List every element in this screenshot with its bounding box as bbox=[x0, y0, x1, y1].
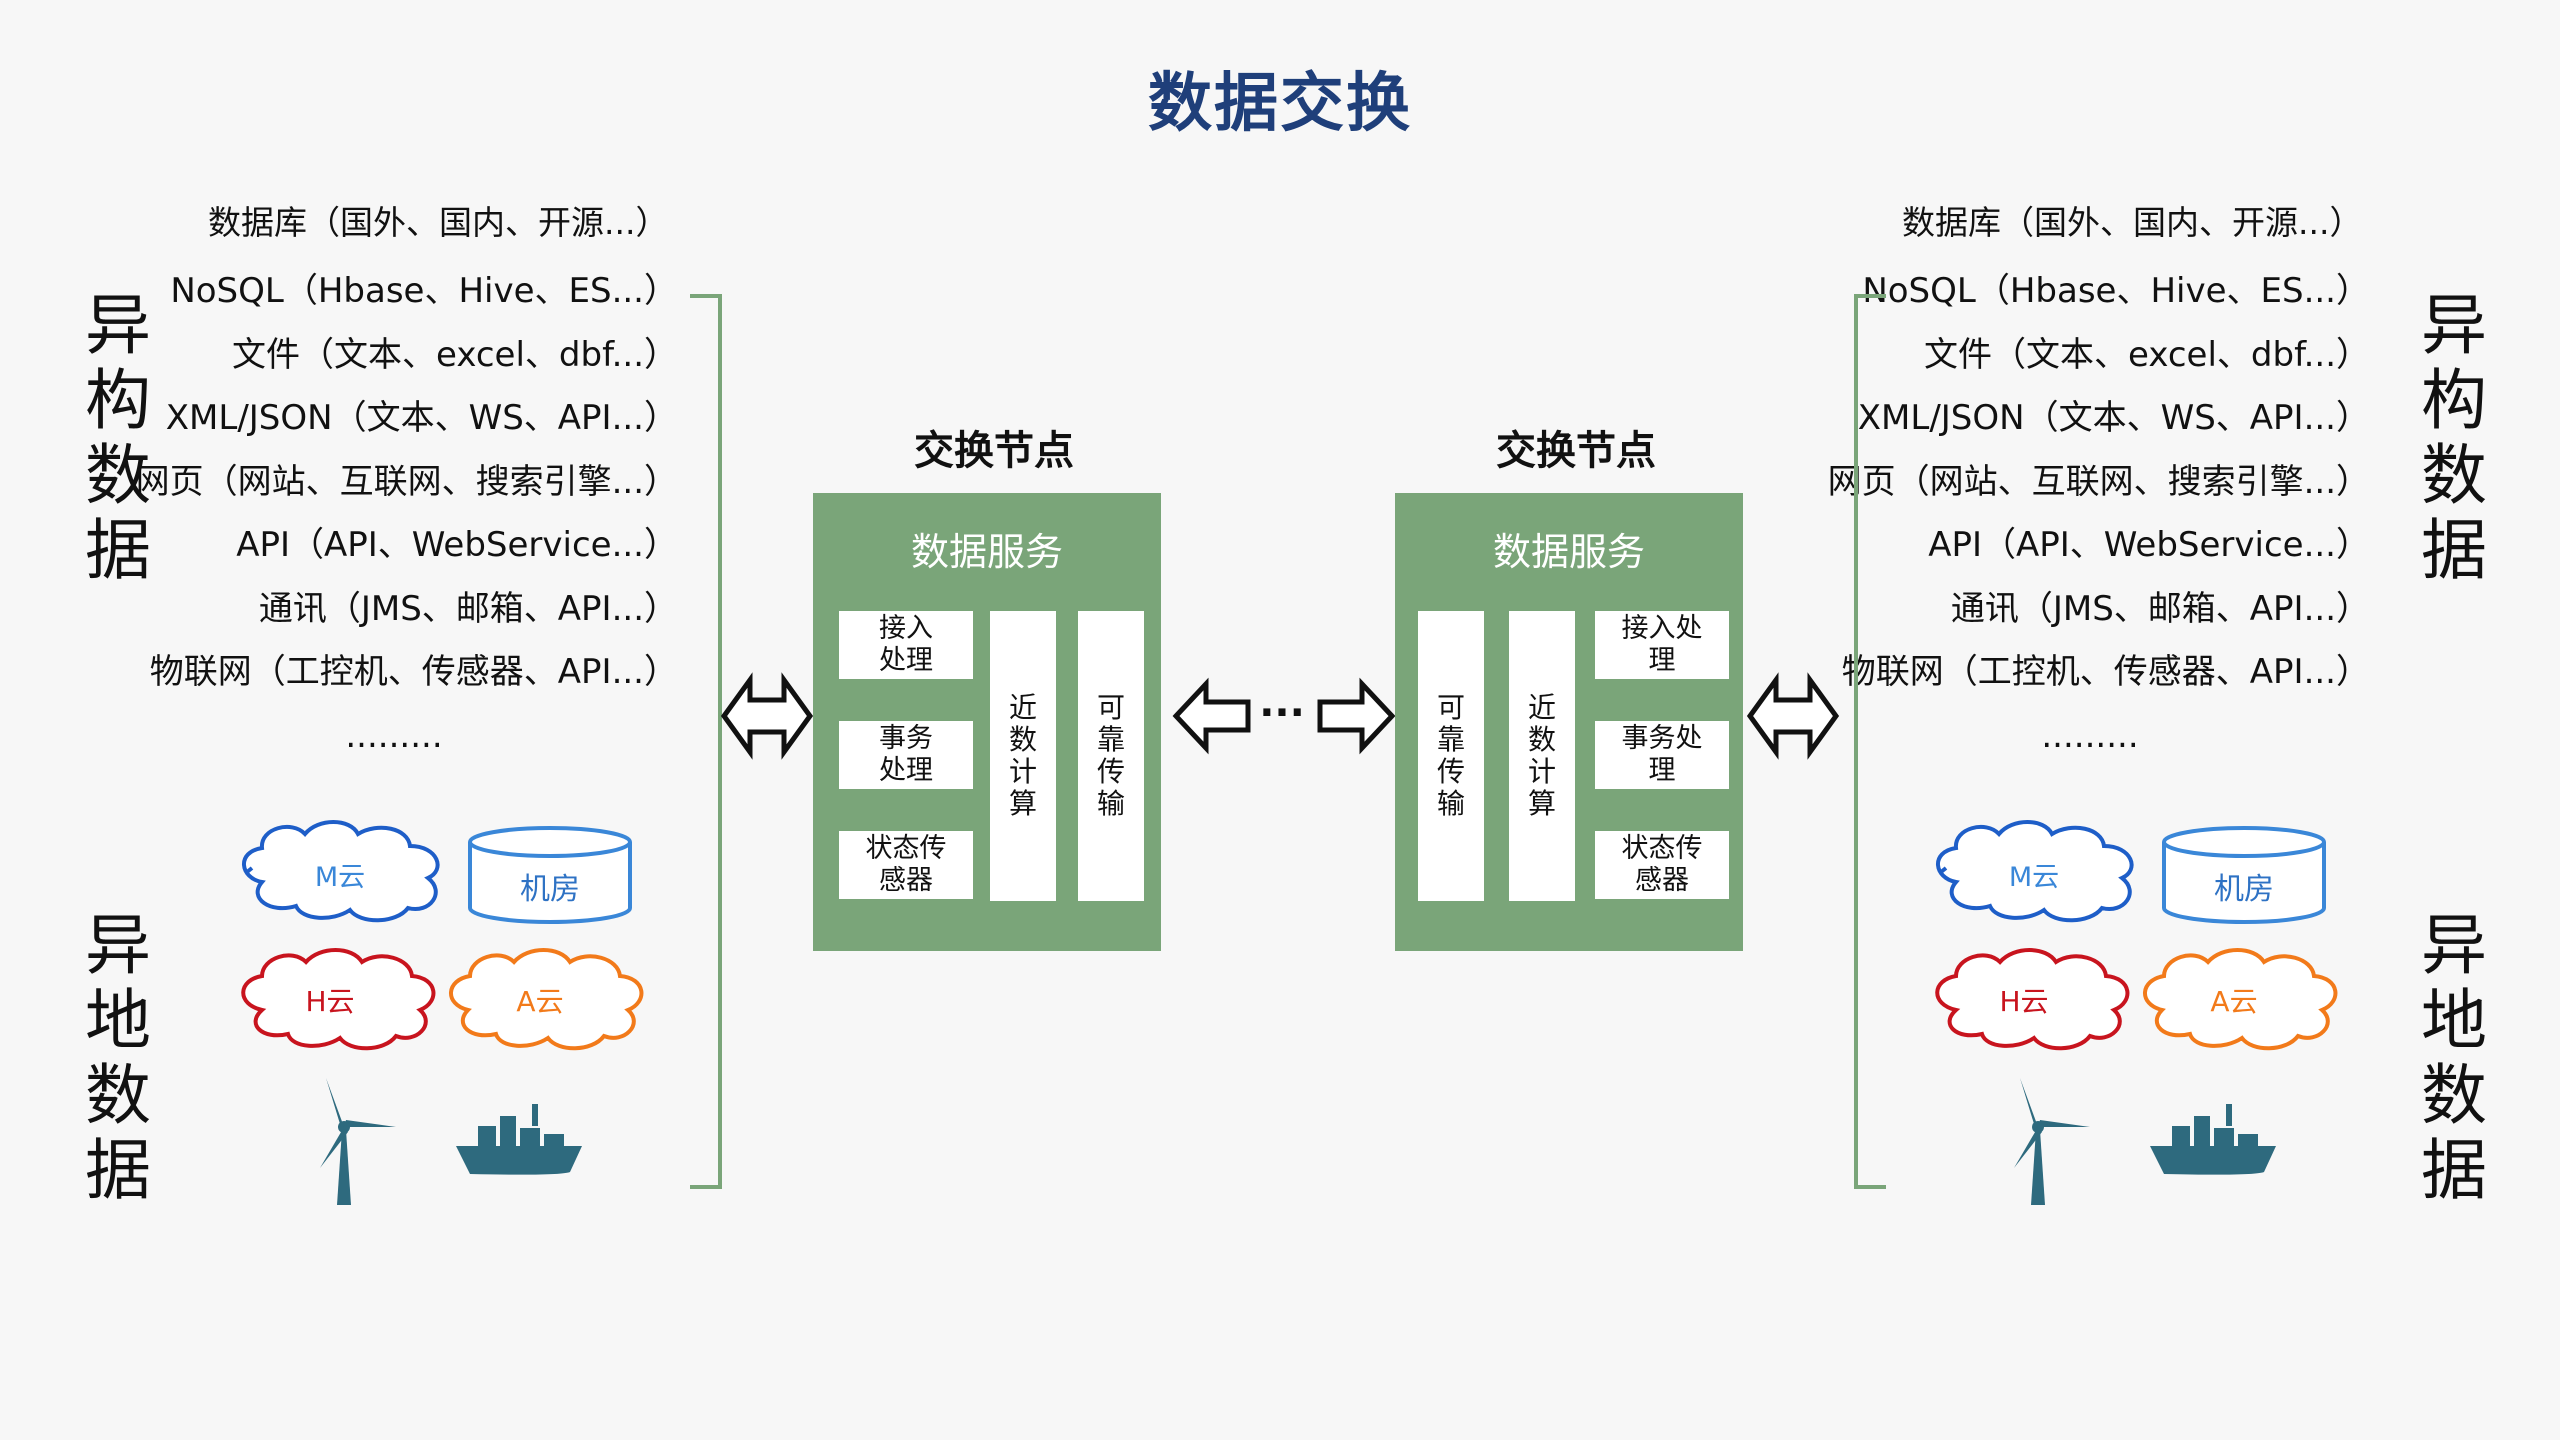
right-double-arrow-icon bbox=[1746, 672, 1840, 760]
right-source-file: 文件（文本、excel、dbf...） bbox=[1924, 334, 2370, 375]
left-cloud-h-label: H云 bbox=[305, 985, 355, 1018]
right-source-web: 网页（网站、互联网、搜索引擎...） bbox=[1827, 461, 2370, 502]
left-cloud-m-label: M云 bbox=[314, 862, 366, 893]
left-machine-room-label: 机房 bbox=[520, 872, 580, 907]
right-cloud-a-label: A云 bbox=[2210, 985, 2258, 1018]
right-state-sensor: 状态传感器 bbox=[1595, 831, 1729, 899]
right-db-header: 数据库（国外、国内、开源...） bbox=[1902, 203, 2363, 242]
right-ship-icon bbox=[2150, 1104, 2276, 1175]
right-cloud-h-label: H云 bbox=[1999, 985, 2049, 1018]
right-bracket bbox=[1854, 294, 1886, 1189]
right-exchange-node: 数据服务 可靠传输 近数计算 接入处理 事务处理 状态传感器 bbox=[1395, 493, 1743, 951]
right-source-ellipsis: ......... bbox=[2041, 715, 2139, 756]
right-source-iot: 物联网（工控机、传感器、API...） bbox=[1841, 652, 2370, 692]
right-source-api: API（API、WebService...） bbox=[1928, 525, 2370, 565]
right-wind-turbine-icon bbox=[2014, 1078, 2090, 1205]
left-source-xml-json: XML/JSON（文本、WS、API...） bbox=[165, 398, 678, 438]
right-cloud-m-icon bbox=[1936, 820, 2134, 923]
left-source-web: 网页（网站、互联网、搜索引擎...） bbox=[135, 461, 678, 502]
middle-ellipsis: ··· bbox=[1259, 690, 1305, 736]
right-remote-data-label: 异地数据 bbox=[2421, 907, 2487, 1209]
left-exchange-node: 数据服务 接入处理 事务处理 状态传感器 近数计算 可靠传输 bbox=[813, 493, 1161, 951]
right-near-data-compute: 近数计算 bbox=[1509, 611, 1575, 901]
right-hetero-data-label: 异构数据 bbox=[2421, 287, 2487, 589]
right-source-xml-json: XML/JSON（文本、WS、API...） bbox=[1857, 398, 2370, 438]
left-double-arrow-icon bbox=[720, 672, 814, 760]
left-machine-room-icon bbox=[468, 826, 632, 924]
left-state-sensor: 状态传感器 bbox=[839, 831, 973, 899]
left-cloud-a-icon bbox=[449, 948, 644, 1051]
left-access-processing: 接入处理 bbox=[839, 611, 973, 679]
left-data-service-title: 数据服务 bbox=[910, 530, 1063, 574]
right-machine-room-icon bbox=[2162, 826, 2326, 924]
left-source-iot: 物联网（工控机、传感器、API...） bbox=[149, 652, 678, 692]
right-source-list: NoSQL（Hbase、Hive、ES...） 文件（文本、excel、dbf.… bbox=[1700, 260, 2370, 768]
page-title: 数据交换 bbox=[1148, 67, 1412, 141]
left-source-api: API（API、WebService...） bbox=[236, 525, 678, 565]
left-source-ellipsis: ......... bbox=[345, 715, 443, 756]
left-cloud-a-label: A云 bbox=[516, 985, 564, 1018]
left-transaction-processing: 事务处理 bbox=[839, 721, 973, 789]
right-cloud-h-icon bbox=[1935, 948, 2130, 1051]
middle-right-arrow-icon bbox=[1317, 677, 1396, 755]
left-hetero-data-label: 异构数据 bbox=[85, 287, 151, 589]
right-source-nosql: NoSQL（Hbase、Hive、ES...） bbox=[1862, 271, 2370, 311]
left-db-header: 数据库（国外、国内、开源...） bbox=[208, 203, 669, 242]
right-reliable-transfer: 可靠传输 bbox=[1418, 611, 1484, 901]
left-cloud-m-icon bbox=[242, 820, 440, 923]
left-bracket bbox=[690, 294, 722, 1189]
middle-left-arrow-icon bbox=[1172, 677, 1251, 755]
right-data-service-title: 数据服务 bbox=[1492, 530, 1645, 574]
right-machine-room-label: 机房 bbox=[2214, 872, 2274, 907]
left-source-file: 文件（文本、excel、dbf...） bbox=[232, 334, 678, 375]
right-cloud-a-icon bbox=[2143, 948, 2338, 1051]
left-source-nosql: NoSQL（Hbase、Hive、ES...） bbox=[170, 271, 678, 311]
left-ship-icon bbox=[456, 1104, 582, 1175]
right-node-title: 交换节点 bbox=[1496, 428, 1656, 474]
right-source-comm: 通讯（JMS、邮箱、API...） bbox=[1950, 588, 2370, 629]
left-source-comm: 通讯（JMS、邮箱、API...） bbox=[258, 588, 678, 629]
left-node-title: 交换节点 bbox=[914, 428, 1074, 474]
right-transaction-processing: 事务处理 bbox=[1595, 721, 1729, 789]
left-source-list: NoSQL（Hbase、Hive、ES...） 文件（文本、excel、dbf.… bbox=[0, 260, 678, 768]
left-remote-data-label: 异地数据 bbox=[85, 907, 151, 1209]
left-reliable-transfer: 可靠传输 bbox=[1078, 611, 1144, 901]
left-cloud-h-icon bbox=[241, 948, 436, 1051]
left-wind-turbine-icon bbox=[320, 1078, 396, 1205]
right-cloud-m-label: M云 bbox=[2008, 862, 2060, 893]
right-access-processing: 接入处理 bbox=[1595, 611, 1729, 679]
left-near-data-compute: 近数计算 bbox=[990, 611, 1056, 901]
